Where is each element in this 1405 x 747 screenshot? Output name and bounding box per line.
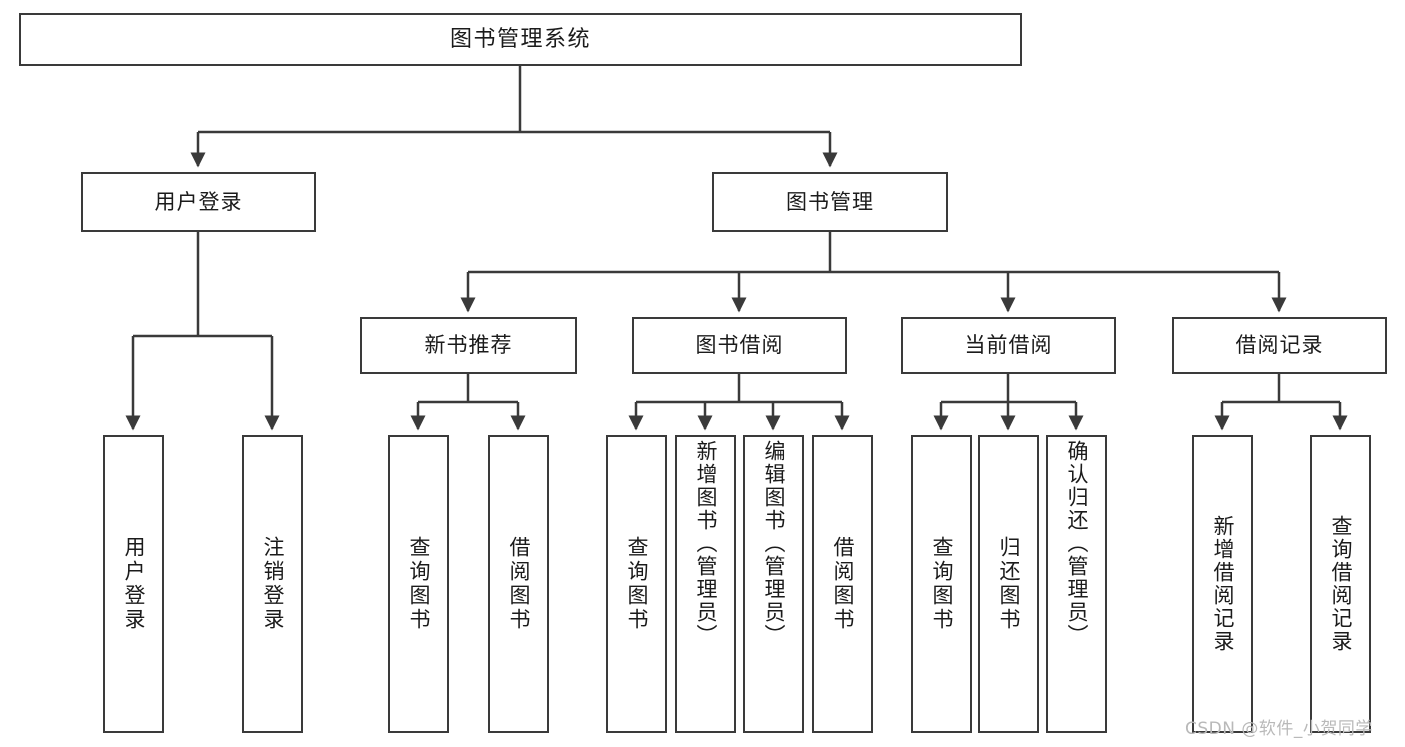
node-leaf-add-book-admin[interactable]: 新增图书（管理员） [675, 435, 736, 733]
node-book-management[interactable]: 图书管理 [712, 172, 948, 232]
node-label: 图书管理系统 [449, 26, 591, 52]
node-label: 归还图书 [997, 536, 1021, 632]
node-label: 查询图书 [930, 536, 954, 632]
node-book-borrow[interactable]: 图书借阅 [632, 317, 847, 374]
node-label: 查询借阅记录 [1329, 515, 1353, 653]
node-label: 查询图书 [625, 536, 649, 632]
node-label: 注销登录 [261, 536, 285, 632]
node-label: 借阅图书 [507, 536, 531, 632]
node-leaf-user-login[interactable]: 用户登录 [103, 435, 164, 733]
node-leaf-return-book[interactable]: 归还图书 [978, 435, 1039, 733]
node-borrow-record[interactable]: 借阅记录 [1172, 317, 1387, 374]
node-leaf-borrow-book-recommend[interactable]: 借阅图书 [488, 435, 549, 733]
node-label: 新增图书（管理员） [694, 440, 718, 647]
node-label: 借阅图书 [831, 536, 855, 632]
watermark-csdn: CSDN @软件_小贺同学 [1185, 719, 1373, 739]
node-label: 新增借阅记录 [1211, 515, 1235, 653]
node-label: 编辑图书（管理员） [762, 440, 786, 647]
node-leaf-edit-book-admin[interactable]: 编辑图书（管理员） [743, 435, 804, 733]
node-label: 用户登录 [154, 189, 243, 214]
node-leaf-query-book-borrow[interactable]: 查询图书 [606, 435, 667, 733]
node-label: 图书借阅 [695, 333, 784, 358]
node-label: 新书推荐 [424, 333, 513, 358]
node-label: 确认归还（管理员） [1065, 440, 1089, 647]
node-label: 查询图书 [407, 536, 431, 632]
node-root-book-management-system[interactable]: 图书管理系统 [19, 13, 1022, 66]
node-leaf-query-borrow-record[interactable]: 查询借阅记录 [1310, 435, 1371, 733]
node-leaf-query-book-current[interactable]: 查询图书 [911, 435, 972, 733]
node-user-login[interactable]: 用户登录 [81, 172, 316, 232]
node-leaf-query-book-recommend[interactable]: 查询图书 [388, 435, 449, 733]
node-label: 图书管理 [786, 189, 874, 214]
node-label: 用户登录 [122, 536, 146, 632]
node-label: 当前借阅 [964, 333, 1053, 358]
node-new-book-recommend[interactable]: 新书推荐 [360, 317, 577, 374]
node-current-borrow[interactable]: 当前借阅 [901, 317, 1116, 374]
node-label: 借阅记录 [1235, 333, 1324, 358]
node-leaf-add-borrow-record[interactable]: 新增借阅记录 [1192, 435, 1253, 733]
node-leaf-confirm-return-admin[interactable]: 确认归还（管理员） [1046, 435, 1107, 733]
node-leaf-borrow-book-borrow[interactable]: 借阅图书 [812, 435, 873, 733]
node-leaf-logout-login[interactable]: 注销登录 [242, 435, 303, 733]
